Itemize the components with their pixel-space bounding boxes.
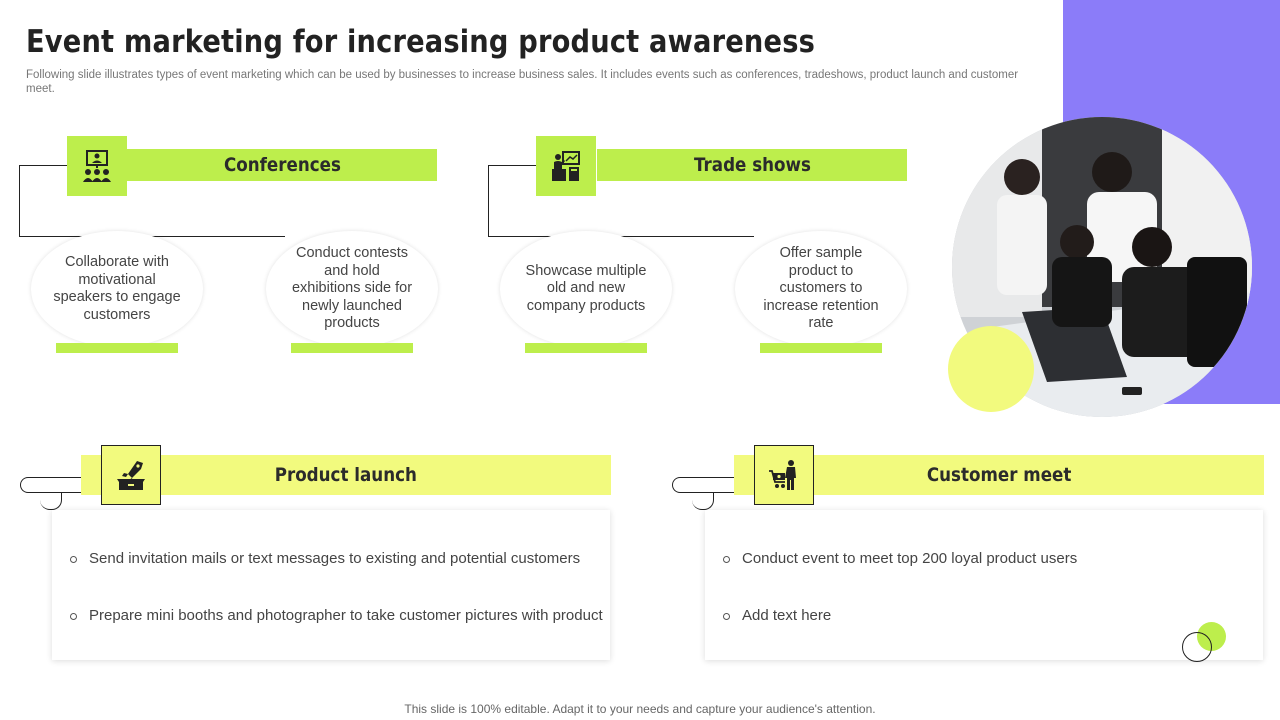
trade-shows-connector: [488, 165, 538, 237]
yellow-circle-accent: [948, 326, 1034, 412]
slide-title: Event marketing for increasing product a…: [26, 24, 816, 60]
list-item: Prepare mini booths and photographer to …: [70, 607, 603, 624]
list-item: Send invitation mails or text messages t…: [70, 550, 580, 567]
list-item: Add text here: [723, 607, 831, 624]
trade-shows-card-1-bar: [525, 343, 647, 353]
conferences-card-2-bar: [291, 343, 413, 353]
conferences-header: Conferences: [127, 149, 437, 181]
conferences-card-1: Collaborate with motivational speakers t…: [31, 231, 203, 347]
shopping-cart-person-icon: [754, 445, 814, 505]
trade-shows-card-2-bar: [760, 343, 882, 353]
slide-footer: This slide is 100% editable. Adapt it to…: [404, 702, 876, 716]
trade-shows-header: Trade shows: [597, 149, 907, 181]
trade-shows-card-2: Offer sample product to customers to inc…: [735, 231, 907, 347]
conference-icon: [67, 136, 127, 196]
slide-subtitle: Following slide illustrates types of eve…: [26, 69, 1019, 95]
customer-meet-header: Customer meet: [734, 455, 1264, 495]
trade-show-icon: [536, 136, 596, 196]
conferences-connector: [19, 165, 69, 237]
conferences-card-2: Conduct contests and hold exhibitions si…: [266, 231, 438, 347]
product-launch-card: Send invitation mails or text messages t…: [52, 510, 610, 660]
customer-meet-loop-tail: [692, 492, 714, 510]
rocket-box-icon: [101, 445, 161, 505]
trade-shows-card-1: Showcase multiple old and new company pr…: [500, 231, 672, 347]
customer-meet-loop-connector: [672, 477, 734, 493]
conferences-card-1-bar: [56, 343, 178, 353]
list-item: Conduct event to meet top 200 loyal prod…: [723, 550, 1077, 567]
ring-accent: [1182, 632, 1212, 662]
customer-meet-card: Conduct event to meet top 200 loyal prod…: [705, 510, 1263, 660]
product-launch-loop-tail: [40, 492, 62, 510]
product-launch-loop-connector: [20, 477, 82, 493]
product-launch-header: Product launch: [81, 455, 611, 495]
